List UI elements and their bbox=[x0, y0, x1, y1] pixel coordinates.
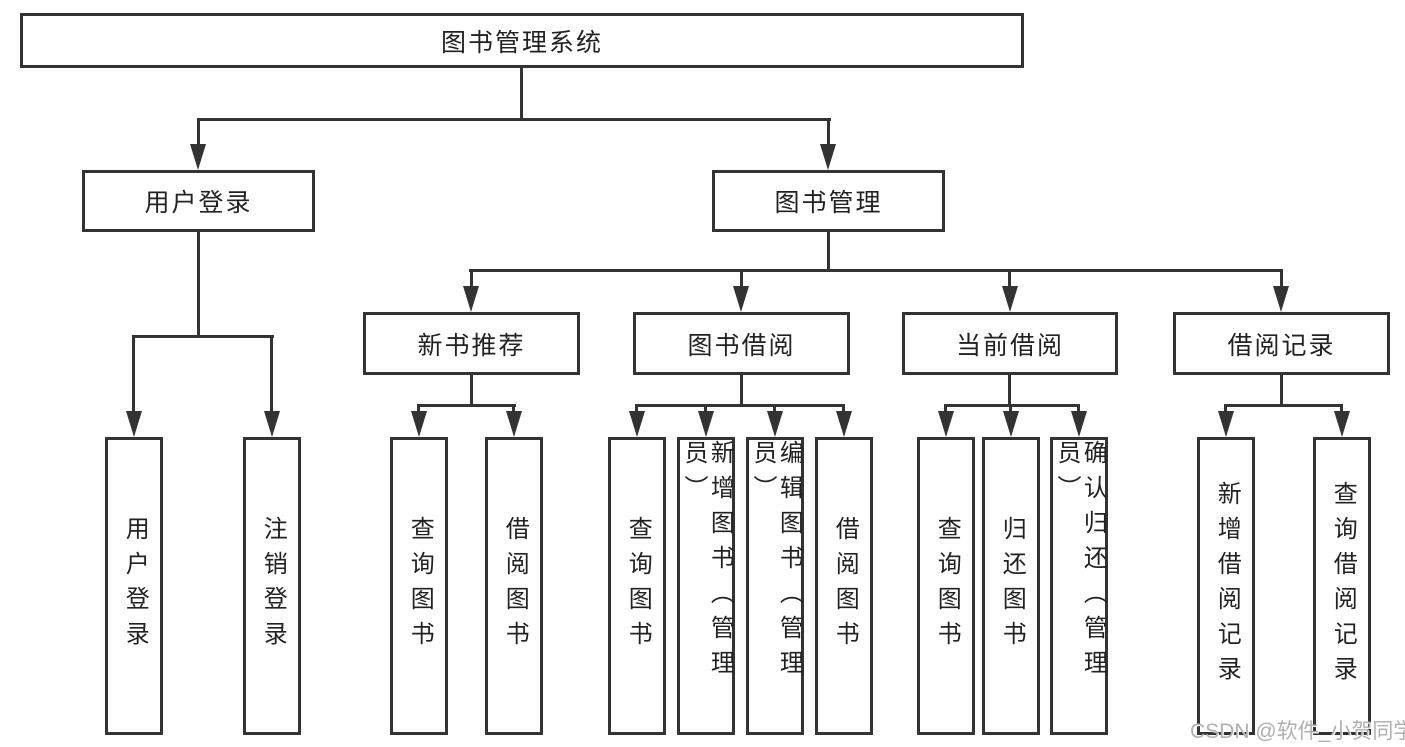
arrowhead-down-icon bbox=[698, 411, 714, 437]
arrowhead-down-icon bbox=[836, 411, 852, 437]
connector-book-mgmt-cross-line bbox=[469, 269, 1280, 272]
connector-current-drop-line bbox=[1009, 404, 1012, 414]
arrowhead-down-icon bbox=[190, 144, 206, 170]
node-label: 注销登录 bbox=[259, 516, 287, 656]
node-label: 借阅图书 bbox=[501, 516, 529, 656]
node-label: 图书管理系统 bbox=[440, 28, 603, 57]
connector-records-cross-line bbox=[1224, 404, 1343, 407]
node-leaf-add-borrow-record: 新增借阅记录 bbox=[1197, 437, 1255, 735]
connector-new-book-drop-line bbox=[417, 404, 420, 414]
connector-borrowing-drop-line bbox=[842, 404, 845, 414]
node-leaf-user-login: 用户登录 bbox=[105, 437, 163, 735]
node-label: 新增图书（管理员） bbox=[680, 440, 734, 685]
node-book-management: 图书管理 bbox=[712, 170, 945, 232]
node-label: 新增借阅记录 bbox=[1213, 481, 1241, 691]
connector-borrowing-drop-line bbox=[704, 404, 707, 414]
node-user-login: 用户登录 bbox=[82, 170, 315, 232]
connector-borrowing-stem-line bbox=[740, 375, 743, 407]
connector-user-login-cross-line bbox=[132, 335, 274, 338]
connector-new-book-cross-line bbox=[417, 404, 516, 407]
connector-current-drop-line bbox=[944, 404, 947, 414]
connector-book-mgmt-drop-line bbox=[1280, 269, 1283, 289]
connector-root-drop-left-line bbox=[197, 118, 200, 146]
connector-borrowing-cross-line bbox=[635, 404, 845, 407]
node-label: 当前借阅 bbox=[955, 331, 1064, 360]
connector-book-mgmt-drop-line bbox=[1008, 269, 1011, 289]
arrowhead-down-icon bbox=[767, 411, 783, 437]
node-leaf-borrow-books: 借阅图书 bbox=[485, 437, 543, 735]
node-leaf-query-borrow-record: 查询借阅记录 bbox=[1313, 437, 1371, 735]
arrowhead-down-icon bbox=[264, 411, 280, 437]
connector-root-stem-line bbox=[520, 68, 523, 119]
connector-current-stem-line bbox=[1008, 375, 1011, 407]
arrowhead-down-icon bbox=[733, 286, 749, 312]
connector-book-mgmt-drop-line bbox=[740, 269, 743, 289]
node-label: 编辑图书（管理员） bbox=[749, 440, 803, 685]
connector-records-stem-line bbox=[1280, 375, 1283, 407]
node-label: 图书借阅 bbox=[687, 331, 796, 360]
node-new-book-recommendation: 新书推荐 bbox=[363, 312, 580, 375]
arrowhead-down-icon bbox=[1003, 411, 1019, 437]
node-leaf-logout: 注销登录 bbox=[243, 437, 301, 735]
arrowhead-down-icon bbox=[1071, 411, 1087, 437]
node-label: 用户登录 bbox=[121, 516, 149, 656]
connector-current-cross-line bbox=[944, 404, 1080, 407]
node-leaf-borrow-books: 借阅图书 bbox=[815, 437, 873, 735]
node-label: 查询图书 bbox=[406, 516, 434, 656]
node-label: 查询图书 bbox=[933, 516, 961, 656]
connector-borrowing-drop-line bbox=[635, 404, 638, 414]
node-book-management-system: 图书管理系统 bbox=[20, 13, 1024, 68]
arrowhead-down-icon bbox=[938, 411, 954, 437]
connector-user-login-stem-line bbox=[197, 232, 200, 338]
arrowhead-down-icon bbox=[1273, 286, 1289, 312]
arrowhead-down-icon bbox=[506, 411, 522, 437]
node-label: 用户登录 bbox=[144, 189, 253, 217]
node-label: 图书管理 bbox=[774, 189, 883, 217]
node-label: 借阅图书 bbox=[831, 516, 859, 656]
connector-new-book-stem-line bbox=[470, 375, 473, 407]
arrowhead-down-icon bbox=[820, 144, 836, 170]
connector-current-drop-line bbox=[1077, 404, 1080, 414]
connector-root-cross-line bbox=[197, 118, 831, 121]
node-leaf-confirm-return-admin: 确认归还（管理员） bbox=[1050, 437, 1108, 735]
node-label: 借阅记录 bbox=[1227, 331, 1336, 360]
connector-new-book-drop-line bbox=[512, 404, 515, 414]
connector-records-drop-line bbox=[1224, 404, 1227, 414]
connector-book-mgmt-stem-line bbox=[827, 232, 830, 272]
node-borrowing-records: 借阅记录 bbox=[1173, 312, 1390, 375]
node-leaf-edit-books-admin: 编辑图书（管理员） bbox=[746, 437, 804, 735]
arrowhead-down-icon bbox=[463, 286, 479, 312]
arrowhead-down-icon bbox=[126, 411, 142, 437]
node-leaf-query-books: 查询图书 bbox=[917, 437, 975, 735]
node-leaf-return-books: 归还图书 bbox=[982, 437, 1040, 735]
node-leaf-query-books: 查询图书 bbox=[390, 437, 448, 735]
csdn-watermark: CSDN @软件_小贺同学 bbox=[1190, 720, 1405, 743]
node-label: 查询图书 bbox=[624, 516, 652, 656]
node-leaf-add-books-admin: 新增图书（管理员） bbox=[677, 437, 735, 735]
node-label: 查询借阅记录 bbox=[1329, 481, 1357, 691]
arrowhead-down-icon bbox=[629, 411, 645, 437]
connector-user-login-drop-line bbox=[270, 335, 273, 413]
node-label: 新书推荐 bbox=[417, 331, 526, 360]
node-current-borrowing: 当前借阅 bbox=[902, 312, 1118, 375]
connector-user-login-drop-line bbox=[132, 335, 135, 413]
connector-root-drop-right-line bbox=[827, 118, 830, 146]
arrowhead-down-icon bbox=[411, 411, 427, 437]
arrowhead-down-icon bbox=[1334, 411, 1350, 437]
node-label: 归还图书 bbox=[998, 516, 1026, 656]
arrowhead-down-icon bbox=[1218, 411, 1234, 437]
connector-records-drop-line bbox=[1340, 404, 1343, 414]
node-book-borrowing: 图书借阅 bbox=[633, 312, 850, 375]
connector-book-mgmt-drop-line bbox=[470, 269, 473, 289]
arrowhead-down-icon bbox=[1002, 286, 1018, 312]
node-label: 确认归还（管理员） bbox=[1053, 440, 1107, 685]
node-leaf-query-books: 查询图书 bbox=[608, 437, 666, 735]
connector-borrowing-drop-line bbox=[773, 404, 776, 414]
